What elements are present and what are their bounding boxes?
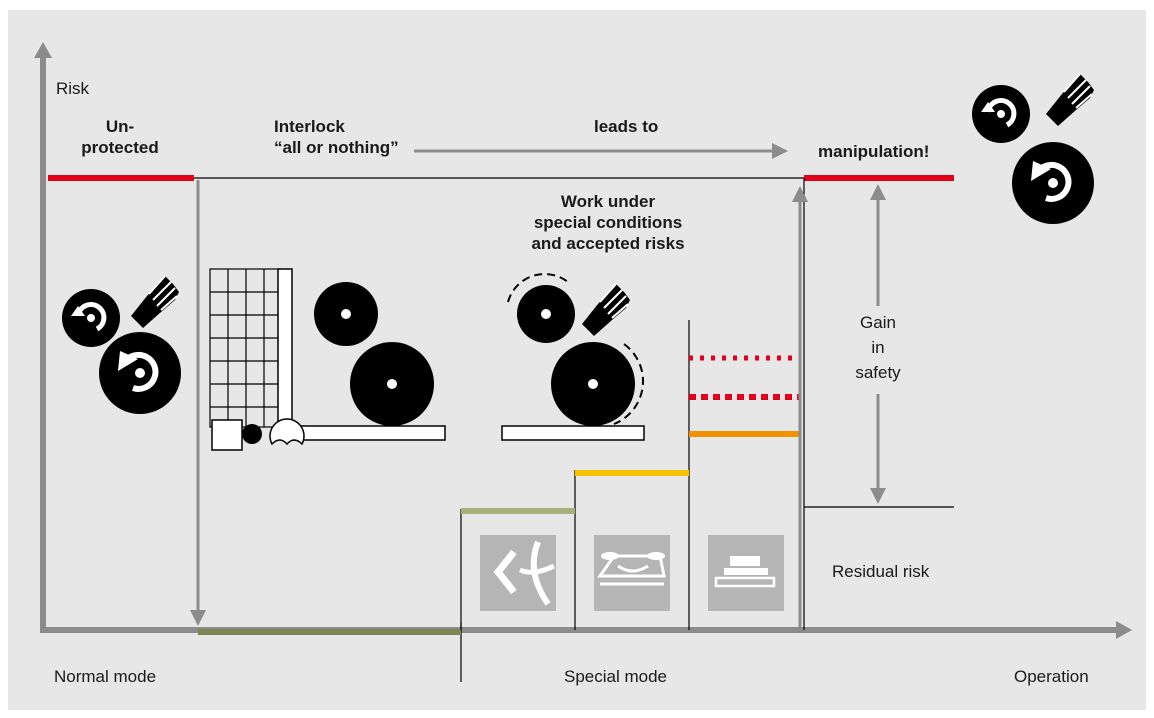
hold-to-run-button-icon [708, 535, 784, 611]
gain-in-safety-label: Gain in safety [838, 310, 918, 385]
rollers-hand-special-icon [501, 272, 645, 441]
work-under-line-1: Work under [560, 192, 656, 211]
rotating-rollers-hand-icon [62, 275, 181, 414]
unprotected-line-1: Un- [105, 117, 135, 136]
residual-risk-label: Residual risk [832, 562, 930, 581]
leads-to-arrow [414, 143, 788, 159]
manipulation-rollers-hand-icon [972, 73, 1094, 224]
leads-to-label: leads to [594, 117, 659, 136]
interlock-line-2: “all or nothing” [274, 138, 399, 157]
y-axis-label: Risk [56, 79, 90, 98]
work-under-line-3: and accepted risks [531, 234, 685, 253]
enabling-switch-icon [480, 535, 556, 611]
special-mode-label: Special mode [564, 667, 668, 686]
unprotected-label: Un- protected [52, 116, 188, 158]
normal-mode-label: Normal mode [54, 667, 157, 686]
x-axis-label: Operation [1014, 667, 1089, 686]
interlock-down-arrow [190, 180, 206, 626]
gain-line-2: in [871, 338, 885, 357]
y-axis [34, 42, 52, 630]
gain-line-1: Gain [860, 313, 896, 332]
unprotected-line-2: protected [81, 138, 159, 157]
guarded-rollers-icon [209, 268, 446, 451]
gain-line-3: safety [855, 363, 901, 382]
manipulation-up-arrow [792, 186, 808, 630]
interlock-line-1: Interlock [274, 117, 345, 136]
diagram-canvas [34, 42, 1132, 682]
work-under-line-2: special conditions [533, 213, 683, 232]
work-under-label: Work under special conditions and accept… [468, 191, 748, 254]
risk-diagram: Risk Operation Normal mode Special mode … [8, 10, 1146, 710]
interlock-label: Interlock “all or nothing” [274, 116, 399, 158]
two-hand-control-icon [594, 535, 670, 611]
manipulation-label: manipulation! [818, 142, 930, 161]
gain-in-safety-arrow [870, 184, 886, 504]
